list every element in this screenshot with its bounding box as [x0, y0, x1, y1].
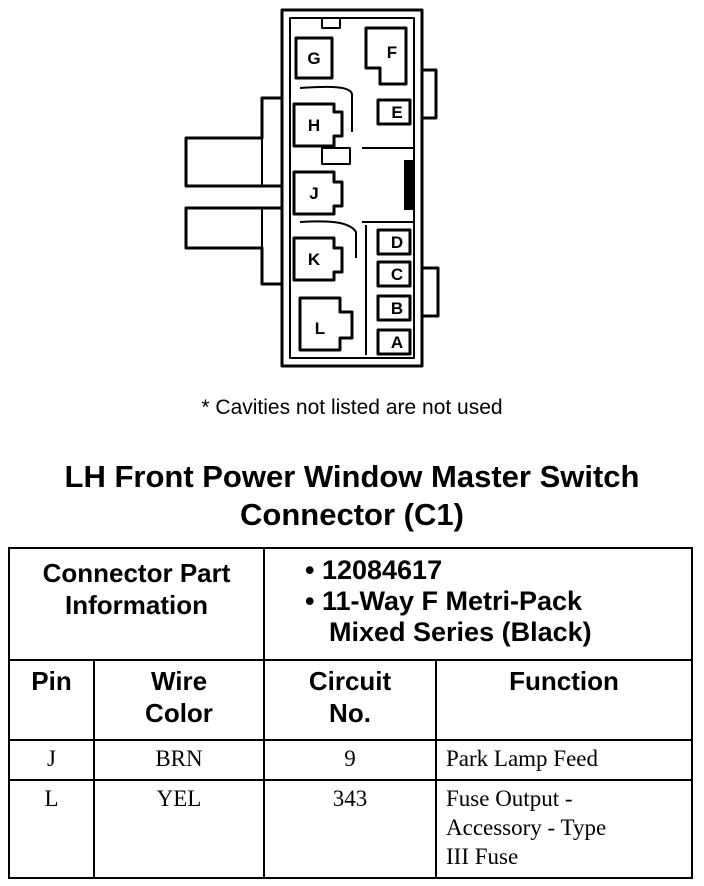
left-lug-upper [184, 96, 282, 188]
cavity-label-a: A [391, 333, 403, 352]
cavity-a [376, 328, 412, 356]
cavity-j [292, 170, 344, 216]
header-function-text: Function [509, 666, 619, 696]
connector-diagram: G F E H J K D C B A L [184, 8, 440, 368]
connector-title: LH Front Power Window Master Switch Conn… [0, 458, 704, 534]
cavity-c [376, 260, 412, 288]
cavity-h [292, 102, 344, 148]
connector-description-cont: Mixed Series (Black) [329, 617, 592, 647]
function-line: Park Lamp Feed [446, 746, 599, 771]
title-line-1: LH Front Power Window Master Switch [64, 459, 640, 494]
cell-circuit: 9 [263, 739, 437, 781]
cell-wire-color: BRN [93, 739, 265, 781]
table-row: L YEL 343 Fuse Output - Accessory - Type… [8, 779, 693, 879]
small-cavity [321, 147, 351, 165]
cavity-e [376, 98, 412, 126]
header-pin: Pin [8, 659, 95, 741]
cavity-l [298, 296, 354, 352]
cavity-g [294, 36, 334, 80]
latch-bar [404, 160, 414, 210]
part-number: • 12084617 [305, 555, 443, 585]
cavity-d [376, 228, 412, 256]
cell-wire-color: YEL [93, 779, 265, 879]
connector-info-row: Connector Part Information • 12084617 • … [8, 547, 693, 661]
function-line: Fuse Output - [446, 786, 573, 811]
cavity-label-b: B [391, 299, 403, 318]
header-pin-text: Pin [31, 666, 72, 696]
header-wire-line-2: Color [145, 698, 213, 728]
function-line: III Fuse [446, 844, 519, 869]
header-wire-line-1: Wire [150, 666, 208, 696]
function-line: Accessory - Type [446, 815, 607, 840]
cell-function: Fuse Output - Accessory - Type III Fuse [435, 779, 693, 879]
pinout-table: Connector Part Information • 12084617 • … [8, 547, 693, 879]
connector-body [280, 8, 424, 368]
cavity-label-l: L [315, 319, 325, 338]
separator [299, 85, 353, 132]
cavity-label-g: G [307, 49, 320, 68]
cavity-k [292, 236, 344, 282]
cavity-b [376, 294, 412, 322]
cavity-label-c: C [391, 265, 403, 284]
top-notch [321, 18, 341, 29]
info-label-line-1: Connector Part [42, 558, 231, 588]
cavity-label-h: H [308, 116, 320, 135]
header-circuit-line-2: No. [329, 698, 371, 728]
connector-info-label: Connector Part Information [8, 547, 265, 661]
left-lug-lower [184, 206, 282, 286]
info-label-line-2: Information [65, 590, 208, 620]
header-function: Function [435, 659, 693, 741]
column-header-row: Pin Wire Color Circuit No. Function [8, 659, 693, 741]
cell-pin: L [8, 779, 95, 879]
right-lug-upper [422, 68, 438, 120]
unused-cavities-note: * Cavities not listed are not used [201, 396, 503, 419]
header-circuit-no: Circuit No. [263, 659, 437, 741]
table-row: J BRN 9 Park Lamp Feed [8, 739, 693, 781]
cell-pin: J [8, 739, 95, 781]
header-wire-color: Wire Color [93, 659, 265, 741]
cell-function: Park Lamp Feed [435, 739, 693, 781]
header-circuit-line-1: Circuit [308, 666, 392, 696]
right-lug-lower [422, 266, 440, 318]
connector-info-values: • 12084617 • 11-Way F Metri-Pack Mixed S… [263, 547, 693, 661]
connector-body-inner [289, 17, 415, 359]
cavity-label-d: D [391, 233, 403, 252]
separator [299, 220, 357, 258]
cell-circuit: 343 [263, 779, 437, 879]
title-line-2: Connector (C1) [240, 497, 464, 532]
cavity-label-k: K [308, 250, 321, 269]
cavity-label-f: F [387, 43, 397, 62]
cavity-label-j: J [309, 184, 318, 203]
connector-description: • 11-Way F Metri-Pack [305, 586, 583, 616]
cavity-f [364, 26, 408, 86]
cavity-label-e: E [391, 103, 402, 122]
